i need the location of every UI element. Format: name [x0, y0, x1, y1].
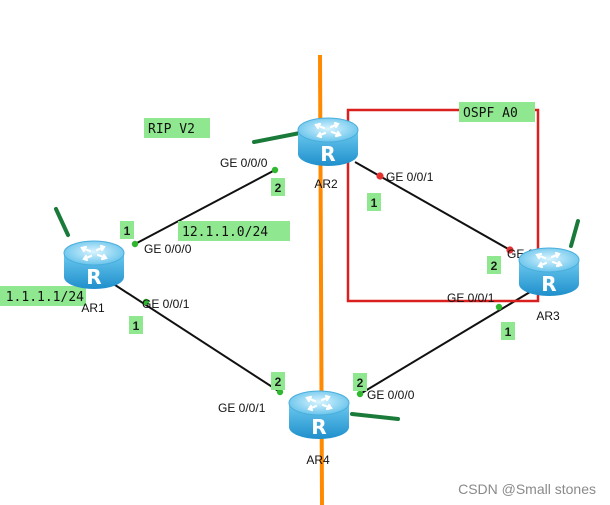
svg-text:2: 2: [357, 376, 364, 390]
watermark: CSDN @Small stones: [458, 481, 596, 497]
router-icon: [517, 246, 581, 298]
link-ar1-ar4: [111, 282, 281, 393]
router-name: AR2: [314, 177, 338, 191]
port-dots: [131, 166, 514, 398]
badge-ar2-to-ar1: 2: [271, 178, 285, 196]
badge-ar1-to-ar4: 1: [129, 316, 143, 334]
stub-ar3: [569, 219, 580, 248]
svg-text:1: 1: [124, 224, 131, 238]
ospf-label: OSPF A0: [463, 106, 518, 121]
host-id-badges: 1 2 1 2 1 2 1 2: [120, 178, 515, 391]
svg-text:1: 1: [505, 325, 512, 339]
router-icon: [296, 116, 360, 168]
link-ar4-ar3: [359, 291, 531, 395]
router-name: AR1: [81, 301, 105, 315]
port-dot-ar1-g000: [131, 240, 139, 248]
stub-ar1: [54, 207, 70, 237]
network-ar1-ar2-label: 12.1.1.0/24: [182, 225, 268, 240]
router-ar4[interactable]: AR4: [287, 389, 351, 467]
badge-ar3-to-ar2: 2: [487, 256, 501, 274]
router-ar2[interactable]: AR2: [296, 116, 360, 191]
router-icon: [287, 389, 351, 441]
port-dot-ar2-g000: [271, 166, 279, 174]
router-icon: [62, 239, 126, 291]
interface-ar3-g001: GE 0/0/1: [447, 291, 495, 305]
stub-ar4: [350, 412, 400, 421]
badge-ar3-to-ar4: 1: [501, 322, 515, 340]
svg-text:2: 2: [275, 181, 282, 195]
badge-ar2-to-ar3: 1: [367, 193, 381, 211]
svg-text:2: 2: [275, 375, 282, 389]
interface-ar1-g000: GE 0/0/0: [144, 242, 192, 256]
port-dot-ar3-g000: [506, 246, 514, 254]
rip-label: RIP V2: [148, 122, 195, 137]
badge-ar4-to-ar3: 2: [353, 373, 367, 391]
svg-text:2: 2: [491, 259, 498, 273]
port-dot-ar4-g001: [276, 388, 284, 396]
ospf-highlight-box: [346, 108, 540, 303]
badge-ar4-to-ar1: 2: [271, 372, 285, 390]
link-ar1-ar2: [134, 169, 276, 245]
badge-ar1-to-ar2: 1: [120, 221, 134, 239]
port-dot-ar4-g000: [356, 390, 364, 398]
svg-text:1: 1: [133, 319, 140, 333]
router-name: AR4: [306, 453, 330, 467]
stub-ar2: [252, 131, 302, 144]
interface-ar2-g001: GE 0/0/1: [386, 170, 434, 184]
router-name: AR3: [536, 309, 560, 323]
interface-ar1-g001: GE 0/0/1: [142, 297, 190, 311]
port-dot-ar3-g001: [495, 303, 503, 311]
network-tag-ar1-loopback: 1.1.1.1/24: [0, 286, 86, 306]
interface-ar2-g000: GE 0/0/0: [220, 156, 268, 170]
svg-text:1: 1: [371, 196, 378, 210]
area-tag-ospf: OSPF A0: [459, 102, 535, 122]
port-dot-ar2-g001: [376, 172, 384, 180]
area-tag-rip: RIP V2: [144, 118, 210, 138]
interface-ar4-g001: GE 0/0/1: [218, 401, 266, 415]
router-ar3[interactable]: AR3: [517, 246, 581, 323]
network-ar1-loopback-label: 1.1.1.1/24: [6, 290, 84, 305]
stub-lines: [54, 131, 580, 421]
network-tag-ar1-ar2: 12.1.1.0/24: [178, 221, 290, 241]
router-ar1[interactable]: AR1: [62, 239, 126, 315]
port-dot-ar1-g001: [142, 298, 150, 306]
interface-labels: GE 0/0/0 GE 0/0/1 GE 0/0/0 GE 0/0/1 GE 0…: [142, 156, 555, 415]
interface-ar4-g000: GE 0/0/0: [367, 388, 415, 402]
